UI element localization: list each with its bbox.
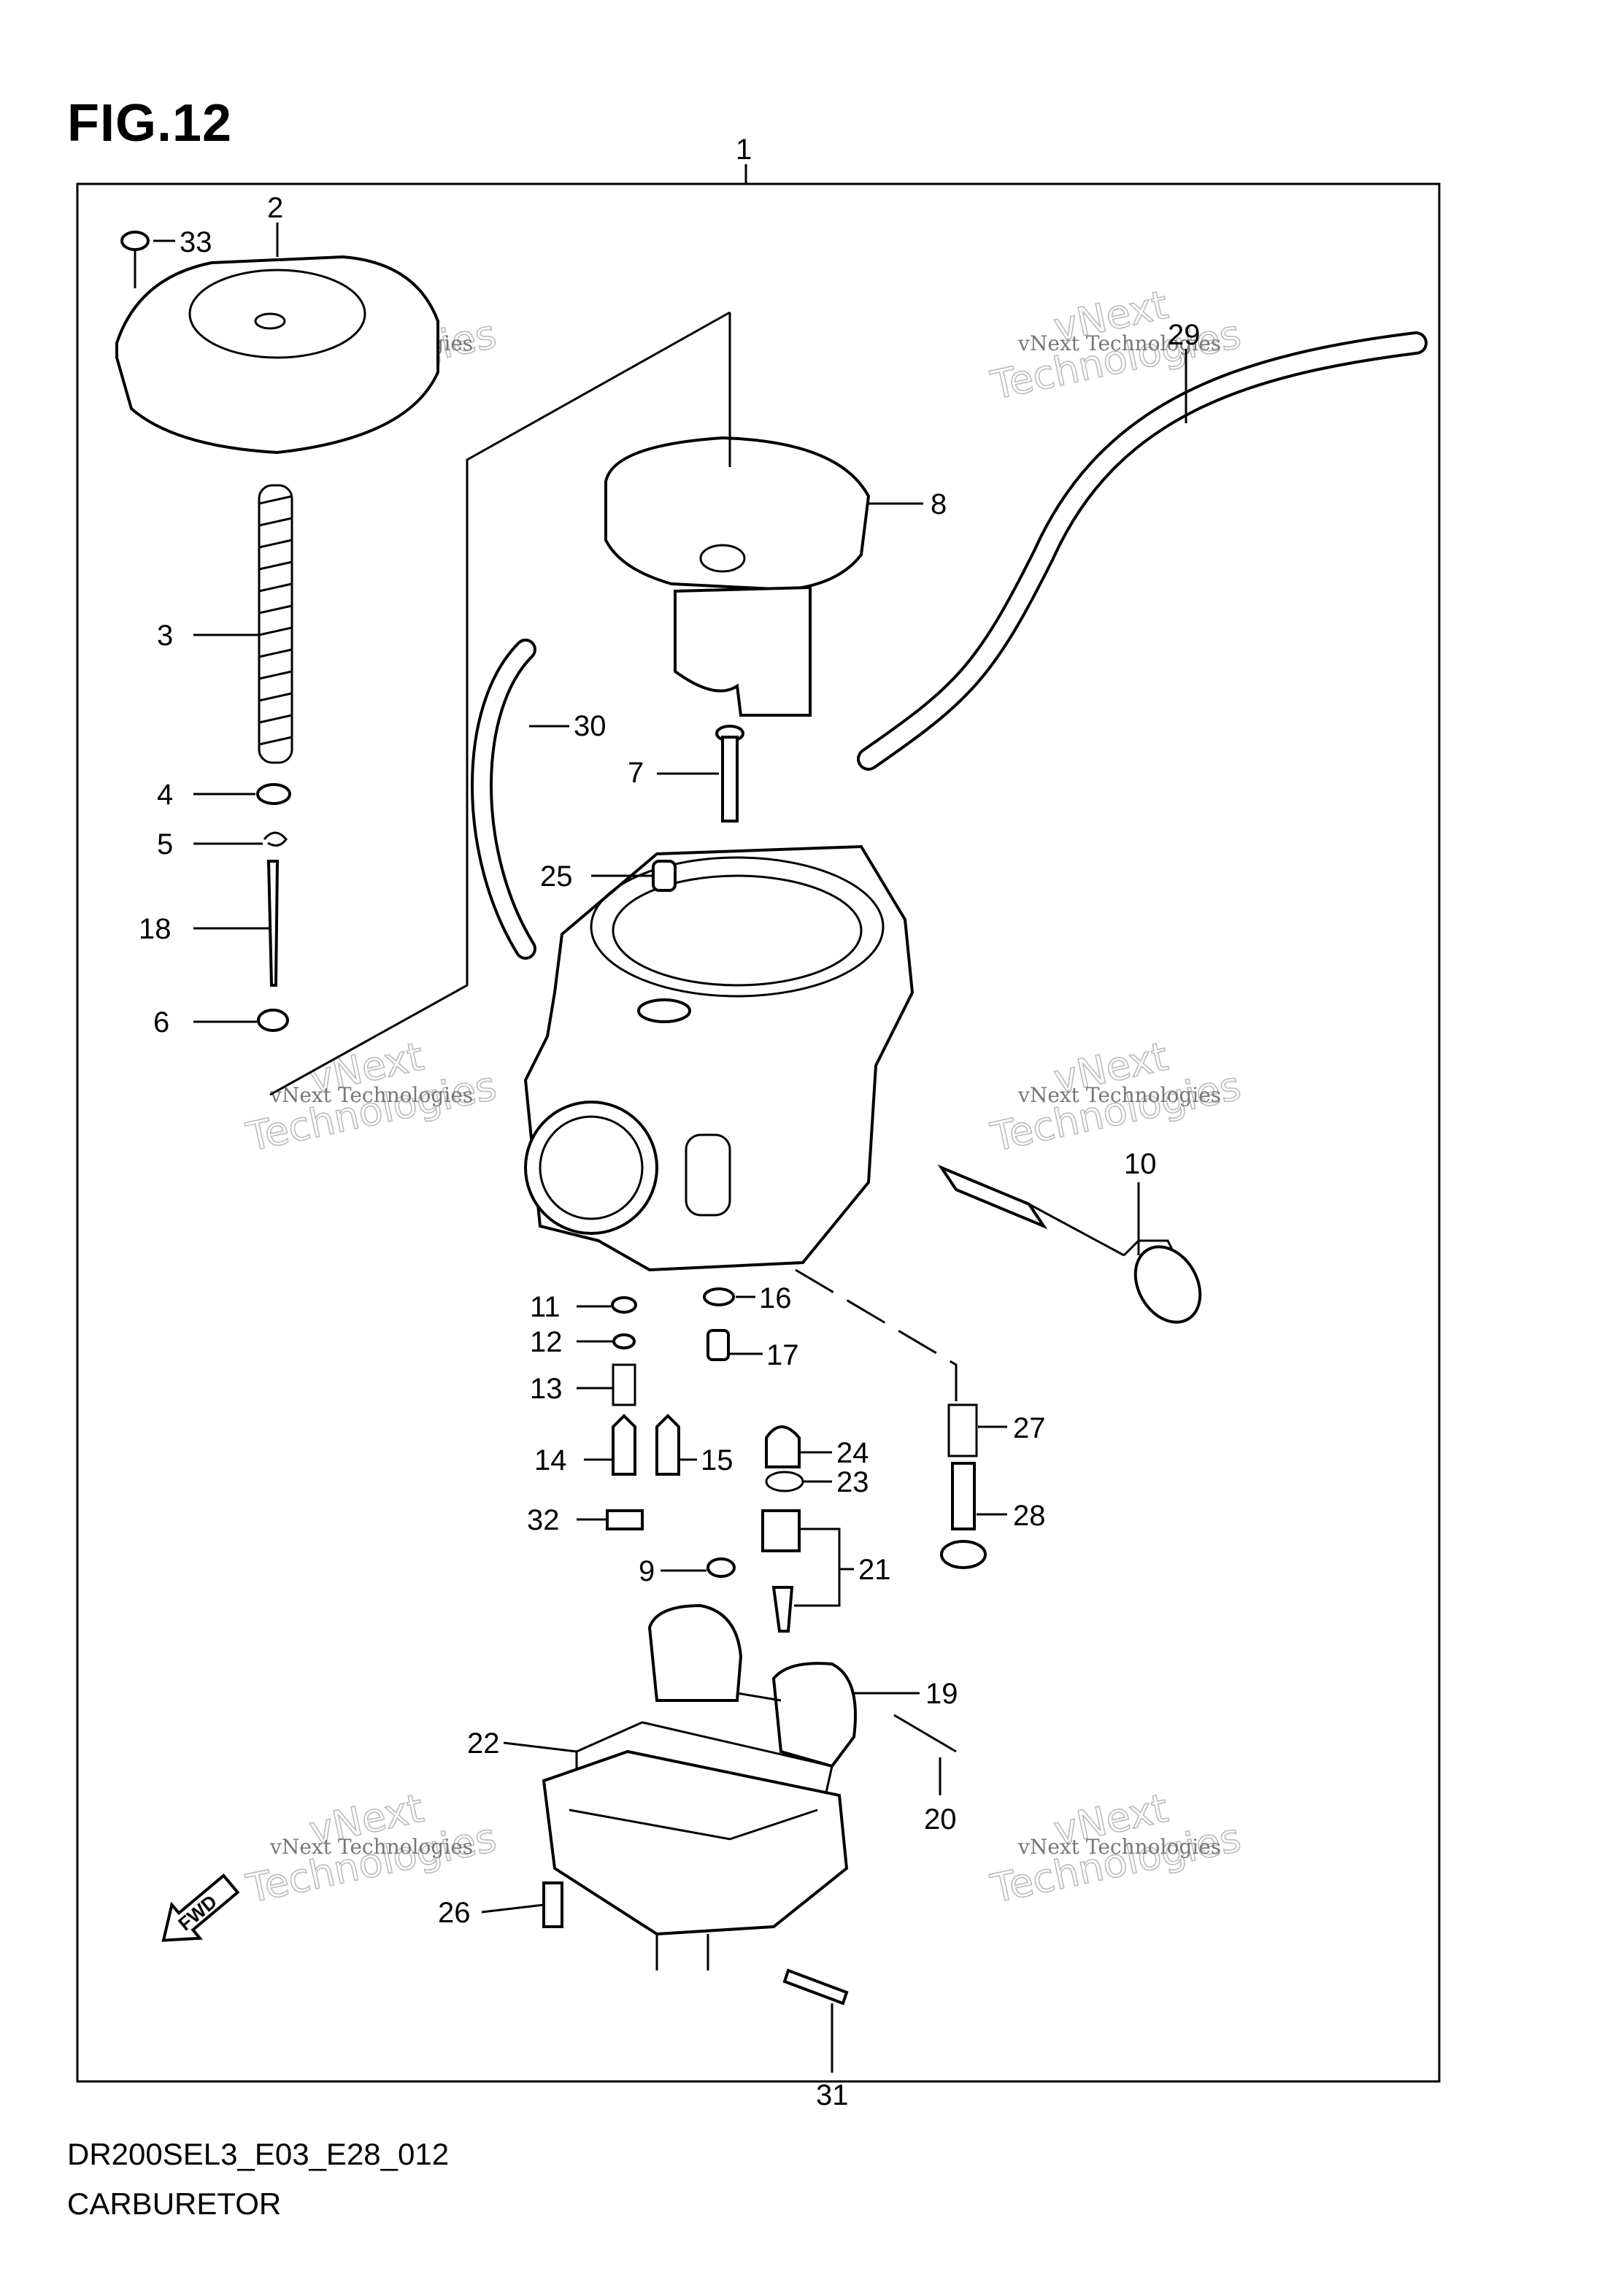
fwd-arrow: FWD xyxy=(161,1873,240,1942)
part-pin-20 xyxy=(893,1714,957,1753)
callout-24: 24 xyxy=(836,1437,869,1469)
callout-32: 32 xyxy=(527,1504,560,1536)
callout-25: 25 xyxy=(540,860,573,893)
leader-lines xyxy=(153,164,1187,2073)
callout-2: 2 xyxy=(267,192,283,224)
callout-18: 18 xyxy=(139,913,172,945)
part-jet-17 xyxy=(706,1329,730,1361)
callout-23: 23 xyxy=(836,1466,869,1498)
watermark-small: vNext Technologies xyxy=(269,1835,473,1859)
part-screw-9 xyxy=(706,1557,736,1578)
diagram-frame xyxy=(76,182,1441,2083)
callout-12: 12 xyxy=(530,1326,563,1358)
callout-9: 9 xyxy=(639,1555,655,1587)
part-float-19 xyxy=(647,1603,857,1768)
part-top-cap xyxy=(115,255,439,455)
part-spring-3 xyxy=(258,484,293,764)
callout-22: 22 xyxy=(467,1727,500,1760)
callout-16: 16 xyxy=(759,1282,792,1314)
part-needle-jet-14 xyxy=(612,1414,636,1476)
part-diaphragm-piston-8 xyxy=(604,436,871,717)
part-valve-seat-21 xyxy=(761,1509,801,1552)
callout-26: 26 xyxy=(438,1897,471,1929)
watermark-small: vNext Technologies xyxy=(1017,1835,1221,1859)
callout-labels: 1 2 33 29 3 8 30 7 4 5 25 18 6 10 11 16 … xyxy=(139,134,1201,2111)
part-screw-31 xyxy=(782,1968,849,2006)
callout-11: 11 xyxy=(530,1291,561,1323)
callout-5: 5 xyxy=(157,828,173,860)
part-washer-4 xyxy=(256,783,291,805)
callout-29: 29 xyxy=(1168,319,1201,351)
callout-27: 27 xyxy=(1013,1412,1046,1444)
callout-1: 1 xyxy=(736,134,752,166)
callout-17: 17 xyxy=(766,1339,799,1371)
callout-30: 30 xyxy=(574,710,607,742)
part-needle-18 xyxy=(266,860,280,987)
callout-13: 13 xyxy=(530,1373,563,1405)
part-screw-26 xyxy=(542,1881,563,1928)
part-float-bowl xyxy=(542,1749,849,1971)
part-float-needle-21 xyxy=(771,1586,794,1633)
watermark-small: vNext Technologies xyxy=(1017,331,1221,355)
callout-14: 14 xyxy=(534,1444,567,1476)
part-washer-16 xyxy=(703,1287,735,1306)
callout-19: 19 xyxy=(925,1678,958,1710)
callout-21: 21 xyxy=(858,1554,891,1586)
figure-title: FIG.12 xyxy=(67,94,233,153)
callout-31: 31 xyxy=(816,2079,849,2111)
watermark-small: vNext Technologies xyxy=(1017,1083,1221,1107)
part-carburetor-body xyxy=(523,844,915,1272)
callout-15: 15 xyxy=(701,1444,734,1476)
part-choke-cable-10 xyxy=(937,1164,1202,1324)
part-plug-25 xyxy=(652,860,677,892)
part-holder-6 xyxy=(257,1009,289,1032)
callout-7: 7 xyxy=(628,757,644,789)
callout-20: 20 xyxy=(924,1803,957,1835)
part-jet-15 xyxy=(655,1414,680,1476)
callout-33: 33 xyxy=(180,226,212,258)
part-screw-33 xyxy=(120,231,150,288)
callout-8: 8 xyxy=(931,488,947,520)
callout-3: 3 xyxy=(157,620,173,652)
part-spring-27 xyxy=(947,1403,978,1457)
part-clip-5 xyxy=(263,831,288,847)
part-cap-32 xyxy=(606,1509,644,1530)
section-name: CARBURETOR xyxy=(67,2187,282,2221)
part-screw-28 xyxy=(951,1462,976,1530)
part-cap-24 xyxy=(765,1425,801,1468)
callout-4: 4 xyxy=(157,779,173,811)
part-screw-7 xyxy=(715,725,744,823)
model-code: DR200SEL3_E03_E28_012 xyxy=(67,2137,450,2171)
callout-6: 6 xyxy=(153,1006,169,1039)
part-spring-13 xyxy=(612,1363,636,1406)
watermark-small: vNext Technologies xyxy=(269,1083,473,1107)
part-washer-12 xyxy=(612,1333,636,1349)
part-washer-11 xyxy=(611,1296,637,1314)
part-oring-23 xyxy=(765,1471,804,1492)
callout-10: 10 xyxy=(1124,1148,1157,1180)
callout-28: 28 xyxy=(1013,1500,1046,1532)
